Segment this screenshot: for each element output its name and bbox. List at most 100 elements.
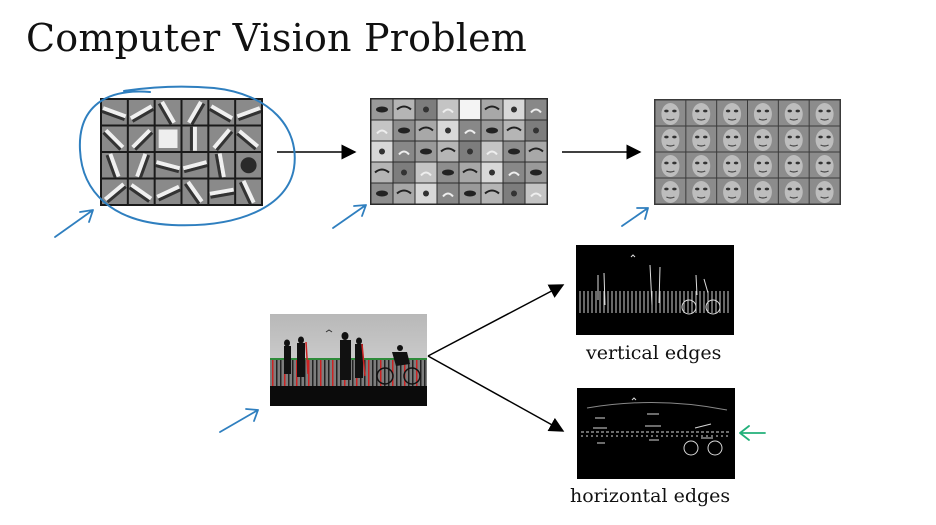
filter-cell [102, 179, 127, 204]
face-cell [809, 152, 840, 178]
horizontal-edges-image [577, 388, 735, 479]
face-cell [809, 100, 840, 126]
filter-cell [209, 126, 235, 152]
filter-cell [182, 179, 208, 205]
face-part-cell [393, 183, 415, 204]
face-part-cell [481, 141, 503, 162]
filter-cell [182, 153, 208, 178]
face-part-cell [393, 162, 415, 183]
filter-cell [236, 100, 262, 125]
face-part-cell [393, 120, 415, 141]
face-cell [809, 178, 840, 204]
filter-cell [182, 100, 208, 126]
face-part-cell [415, 141, 437, 162]
face-part-cell [393, 141, 415, 162]
filter-cell [128, 126, 154, 151]
face-cell [686, 126, 717, 152]
face-part-cell [437, 99, 459, 120]
filter-cell [128, 100, 155, 125]
face-parts-image [370, 98, 548, 205]
face-cell [717, 100, 747, 126]
pen-arrow-1 [54, 209, 94, 238]
face-part-cell [503, 99, 525, 120]
face-part-cell [481, 120, 503, 141]
input-photo [270, 314, 427, 406]
pen-arrow-3 [621, 207, 649, 227]
face-cell [686, 152, 717, 178]
edge-filters-image [100, 98, 263, 206]
face-cell [717, 152, 747, 178]
face-part-cell [371, 99, 393, 120]
filter-cell [155, 126, 181, 151]
face-part-cell [525, 141, 547, 162]
face-cell [686, 100, 717, 126]
face-part-cell [371, 162, 393, 183]
face-part-cell [503, 141, 525, 162]
vertical-edges-image [576, 245, 734, 335]
filter-cell [236, 179, 261, 205]
face-part-cell [503, 120, 525, 141]
face-part-cell [481, 99, 503, 120]
pen-arrow-2 [332, 204, 367, 229]
face-cell [778, 100, 809, 126]
faces-image [654, 99, 841, 205]
face-part-cell [459, 120, 481, 141]
filter-cell [236, 126, 261, 151]
filter-cell [208, 100, 235, 125]
face-cell [748, 126, 778, 152]
filter-cell [128, 179, 154, 204]
face-cell [655, 178, 686, 204]
face-cell [655, 100, 686, 126]
face-part-cell [503, 162, 525, 183]
face-cell [778, 126, 809, 152]
filter-cell [155, 100, 181, 126]
face-cell [655, 152, 686, 178]
face-part-cell [525, 183, 547, 204]
vertical-edges-caption: vertical edges [586, 342, 722, 364]
face-cell [748, 152, 778, 178]
filter-cell [102, 126, 127, 151]
face-part-cell [459, 183, 481, 204]
face-part-cell [437, 183, 459, 204]
face-part-cell [437, 120, 459, 141]
arrow-photo-to-vertical [427, 284, 565, 357]
filter-cell [155, 179, 182, 204]
filter-cell [182, 126, 208, 151]
face-part-cell [437, 162, 459, 183]
face-part-cell [459, 162, 481, 183]
filter-cell [155, 153, 181, 178]
face-part-cell [415, 183, 437, 204]
face-cell [748, 178, 778, 204]
filter-cell [128, 153, 154, 179]
face-part-cell [371, 120, 393, 141]
face-part-cell [525, 162, 547, 183]
pen-arrow-4 [219, 408, 259, 433]
face-cell [717, 126, 747, 152]
face-cell [778, 178, 809, 204]
filter-cell [236, 153, 261, 178]
face-part-cell [459, 141, 481, 162]
arrow-photo-to-horizontal [427, 355, 565, 432]
face-cell [686, 178, 717, 204]
face-part-cell [503, 183, 525, 204]
face-part-cell [371, 141, 393, 162]
face-part-cell [371, 183, 393, 204]
filter-cell [101, 100, 127, 125]
face-cell [809, 126, 840, 152]
face-part-cell [415, 99, 437, 120]
face-part-cell [481, 183, 503, 204]
face-part-cell [415, 120, 437, 141]
face-part-cell [525, 99, 547, 120]
filter-cell [209, 153, 235, 178]
face-part-cell [481, 162, 503, 183]
face-part-cell [415, 162, 437, 183]
filter-cell [209, 179, 235, 204]
face-cell [748, 100, 778, 126]
face-part-cell [437, 141, 459, 162]
horizontal-edges-caption: horizontal edges [570, 485, 731, 507]
face-cell [717, 178, 747, 204]
face-part-cell [393, 99, 415, 120]
face-cell [778, 152, 809, 178]
pen-circle-annotation [78, 85, 296, 227]
